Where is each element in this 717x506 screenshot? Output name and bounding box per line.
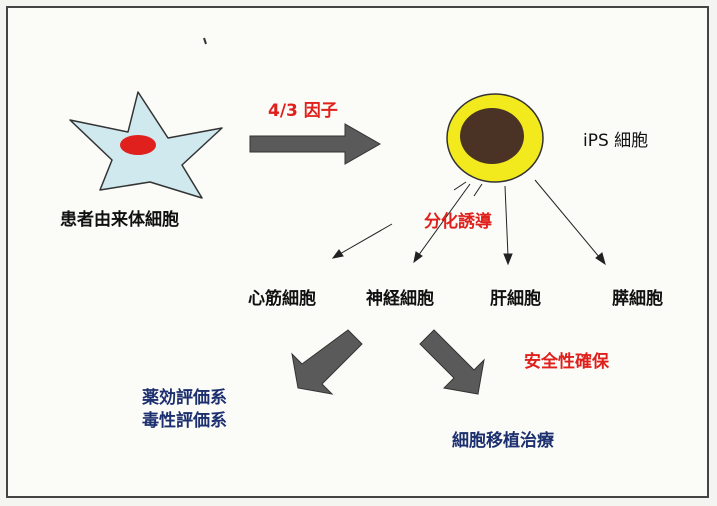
- pancreatic-cell-label: 膵細胞: [612, 289, 663, 309]
- ips-cell-nucleus: [460, 108, 524, 164]
- arrowhead-hepatocyte: [503, 253, 513, 266]
- diagram-frame: [6, 6, 709, 498]
- patient-cell-label: 患者由来体細胞: [60, 210, 179, 230]
- factors-label: 4/3 因子: [268, 101, 338, 121]
- stray-mark: [203, 37, 207, 45]
- cardiomyocyte-label: 心筋細胞: [248, 289, 316, 309]
- somatic-cell-nucleus: [120, 135, 156, 155]
- fragment-line-1: [453, 181, 467, 191]
- ips-cell-label: iPS 細胞: [583, 131, 649, 151]
- toxicity-eval-label: 毒性評価系: [142, 411, 227, 431]
- differentiation-arrows: [331, 179, 606, 266]
- factor-arrow: [249, 123, 382, 165]
- arrow-to-hepatocyte: [504, 185, 509, 257]
- drug-eval-arrow: [291, 329, 363, 395]
- safety-label: 安全性確保: [524, 352, 609, 372]
- arrow-to-pancreatic: [534, 179, 601, 259]
- hepatocyte-label: 肝細胞: [490, 289, 541, 309]
- transplant-label: 細胞移植治療: [452, 431, 554, 451]
- arrow-to-cardiomyocyte: [337, 223, 393, 256]
- induction-label: 分化誘導: [424, 212, 492, 232]
- arrowhead-cardiomyocyte: [331, 249, 344, 259]
- transplant-arrow: [419, 329, 485, 395]
- neuron-label: 神経細胞: [366, 289, 434, 309]
- arrow-to-neuron: [417, 183, 471, 257]
- arrowhead-neuron: [413, 251, 423, 264]
- arrowhead-pancreatic: [595, 252, 606, 266]
- fragment-line-2: [473, 183, 483, 197]
- drug-eval-label: 薬効評価系: [142, 388, 227, 408]
